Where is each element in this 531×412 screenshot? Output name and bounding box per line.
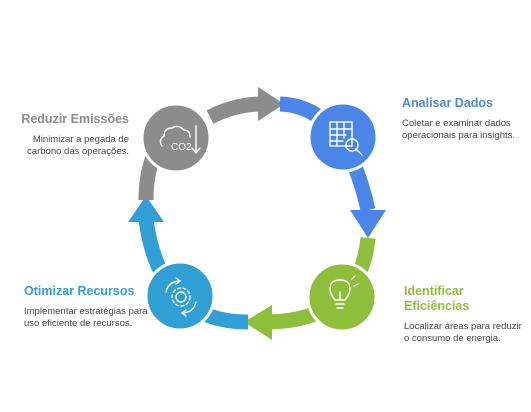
co2-icon: CO2	[159, 125, 201, 155]
gear-cycle-icon	[165, 277, 197, 317]
node-otimizar-recursos	[144, 260, 216, 332]
step-identificar-eficiencias: Identificar Eficiências Localizar áreas …	[404, 284, 524, 345]
step-description: Minimizar a pegada de carbono das operaç…	[27, 134, 129, 157]
step-title: Identificar Eficiências	[404, 284, 470, 313]
step-description: Implementar estratégias para uso eficien…	[24, 306, 148, 329]
arrowhead-blue	[350, 210, 386, 238]
svg-text:CO2: CO2	[171, 142, 192, 153]
step-otimizar-recursos: Otimizar Recursos Implementar estratégia…	[24, 284, 154, 330]
node-identificar-eficiencias	[306, 261, 378, 333]
step-description: Localizar áreas para reduzir o consumo d…	[404, 321, 522, 344]
step-description: Coletar e examinar dados operacionais pa…	[402, 118, 516, 141]
node-analisar-dados	[307, 101, 379, 173]
step-title: Otimizar Recursos	[24, 284, 135, 298]
step-title: Analisar Dados	[402, 96, 494, 110]
table-search-icon	[329, 121, 363, 156]
arrowhead-green	[244, 305, 272, 340]
step-reduzir-emissoes: Reduzir Emissões Minimizar a pegada de c…	[0, 112, 129, 158]
node-reduzir-emissoes: CO2	[140, 102, 212, 174]
arrow-gray-to-blue	[206, 96, 263, 124]
arrowhead-cyan	[128, 196, 164, 222]
step-title: Reduzir Emissões	[21, 112, 129, 126]
step-analisar-dados: Analisar Dados Coletar e examinar dados …	[402, 96, 522, 142]
arrowhead-gray	[258, 87, 284, 121]
lightbulb-icon	[329, 275, 359, 309]
